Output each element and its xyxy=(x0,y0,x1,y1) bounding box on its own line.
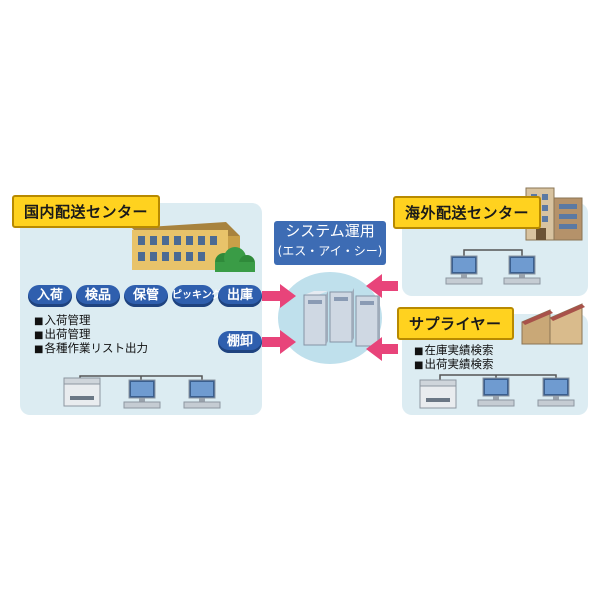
step-picking: ピッキング xyxy=(172,285,222,307)
list-item: 在庫実績検索 xyxy=(414,344,493,358)
supplier-title: サプライヤー xyxy=(397,307,514,340)
arrow-right-icon xyxy=(262,330,296,354)
system-label-line2: (エス・アイ・シー) xyxy=(277,244,383,258)
overseas-center-title: 海外配送センター xyxy=(393,196,542,229)
domestic-function-list: 入荷管理 出荷管理 各種作業リスト出力 xyxy=(34,314,148,356)
warehouse-building-icon xyxy=(132,222,255,272)
inventory-check-pill: 棚卸 xyxy=(218,331,262,353)
list-item: 出荷実績検索 xyxy=(414,358,493,372)
arrow-left-icon xyxy=(366,274,398,298)
printer-icon xyxy=(419,379,457,409)
list-item: 各種作業リスト出力 xyxy=(34,342,148,356)
overseas-network-lines xyxy=(463,249,523,258)
arrow-left-icon xyxy=(366,337,398,361)
computer-icon xyxy=(537,377,575,407)
computer-icon xyxy=(477,377,515,407)
list-item: 出荷管理 xyxy=(34,328,148,342)
supplier-function-list: 在庫実績検索 出荷実績検索 xyxy=(414,344,493,372)
arrow-right-icon xyxy=(262,284,296,308)
server-cluster-icon xyxy=(278,272,382,364)
list-item: 入荷管理 xyxy=(34,314,148,328)
computer-icon xyxy=(123,379,161,409)
printer-icon xyxy=(63,377,101,407)
step-receiving: 入荷 xyxy=(28,285,72,307)
step-inspection: 検品 xyxy=(76,285,120,307)
computer-icon xyxy=(183,379,221,409)
domestic-center-title: 国内配送センター xyxy=(12,195,161,228)
computer-icon xyxy=(503,255,541,285)
system-label-line1: システム運用 xyxy=(285,222,375,240)
step-storage: 保管 xyxy=(124,285,168,307)
step-shipping: 出庫 xyxy=(218,285,262,307)
factory-building-icon xyxy=(521,303,585,345)
arrows xyxy=(262,274,398,361)
system-operation-label: システム運用 (エス・アイ・シー) xyxy=(274,221,386,265)
computer-icon xyxy=(445,255,483,285)
